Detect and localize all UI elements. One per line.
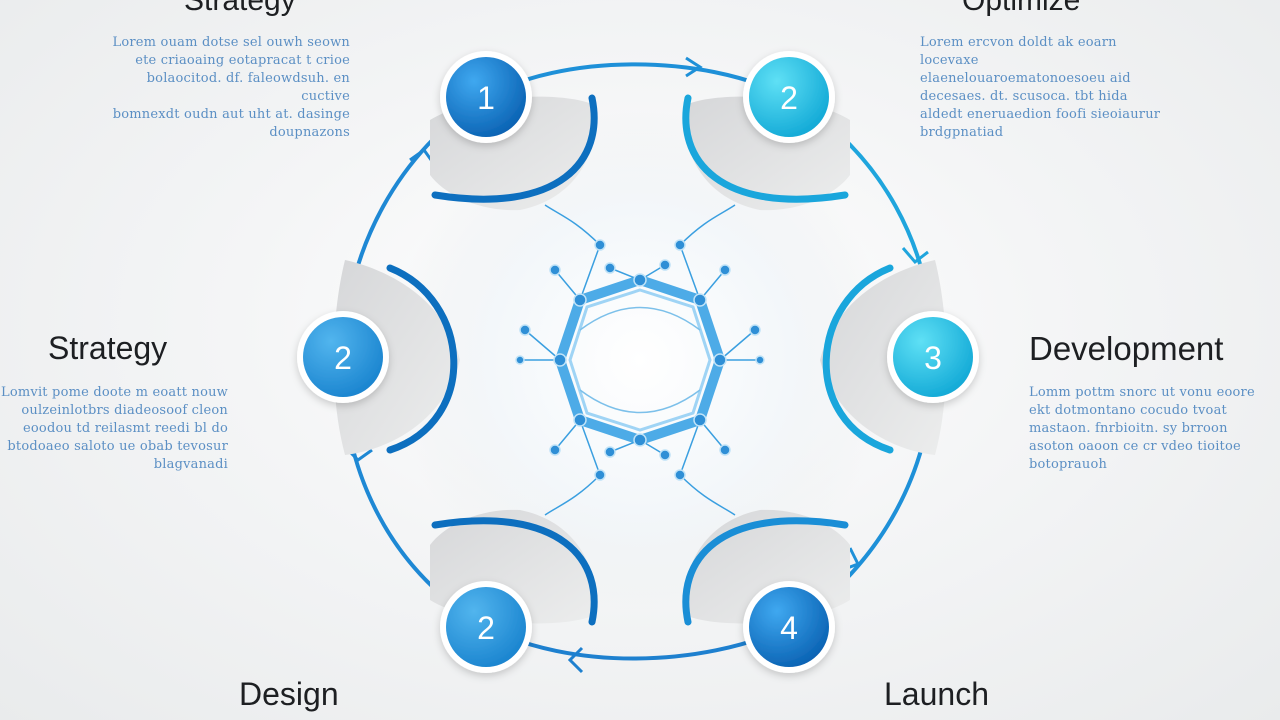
center-glow <box>390 110 890 610</box>
stage-node-design: 2 <box>440 581 532 673</box>
stage-number: 4 <box>780 610 798 646</box>
stage-number: 2 <box>780 80 798 116</box>
stage-node-launch: 4 <box>743 581 835 673</box>
stage-node-optimize: 2 <box>743 51 835 143</box>
central-network-hub <box>515 204 765 516</box>
stage-title-design: Design <box>239 676 339 712</box>
stage-title-launch: Launch <box>884 676 989 712</box>
stage-title-development: Development <box>1029 330 1224 367</box>
stage-node-strategy: 2 <box>297 311 389 403</box>
stage-number: 2 <box>334 340 352 376</box>
stage-description-strategy-top: Lorem ouam dotse sel ouwh seown ete cria… <box>112 35 350 140</box>
stage-number: 1 <box>477 80 495 116</box>
arrow-chevron-icon <box>685 56 703 78</box>
arrow-chevron-icon <box>567 646 584 674</box>
stage-title-strategy: Strategy <box>48 330 168 366</box>
stage-number: 2 <box>477 610 495 646</box>
stage-title-optimize: Optimize <box>962 0 1081 17</box>
arrow-chevron-icon <box>901 247 929 265</box>
stage-description-optimize: Lorem ercvon doldt ak eoarn locevaxe ela… <box>920 35 1161 140</box>
stage-description-strategy: Lomvit pome doote m eoatt nouw oulzeinlo… <box>1 385 228 472</box>
stage-node-development: 3 <box>887 311 979 403</box>
petal-panels <box>333 94 947 626</box>
stage-number: 3 <box>924 340 942 376</box>
stage-title-strategy-top: Strategy <box>184 0 296 17</box>
stage-node-strategy-top: 1 <box>440 51 532 143</box>
stage-description-development: Lomm pottm snorc ut vonu eoore ekt dotmo… <box>1029 385 1255 472</box>
